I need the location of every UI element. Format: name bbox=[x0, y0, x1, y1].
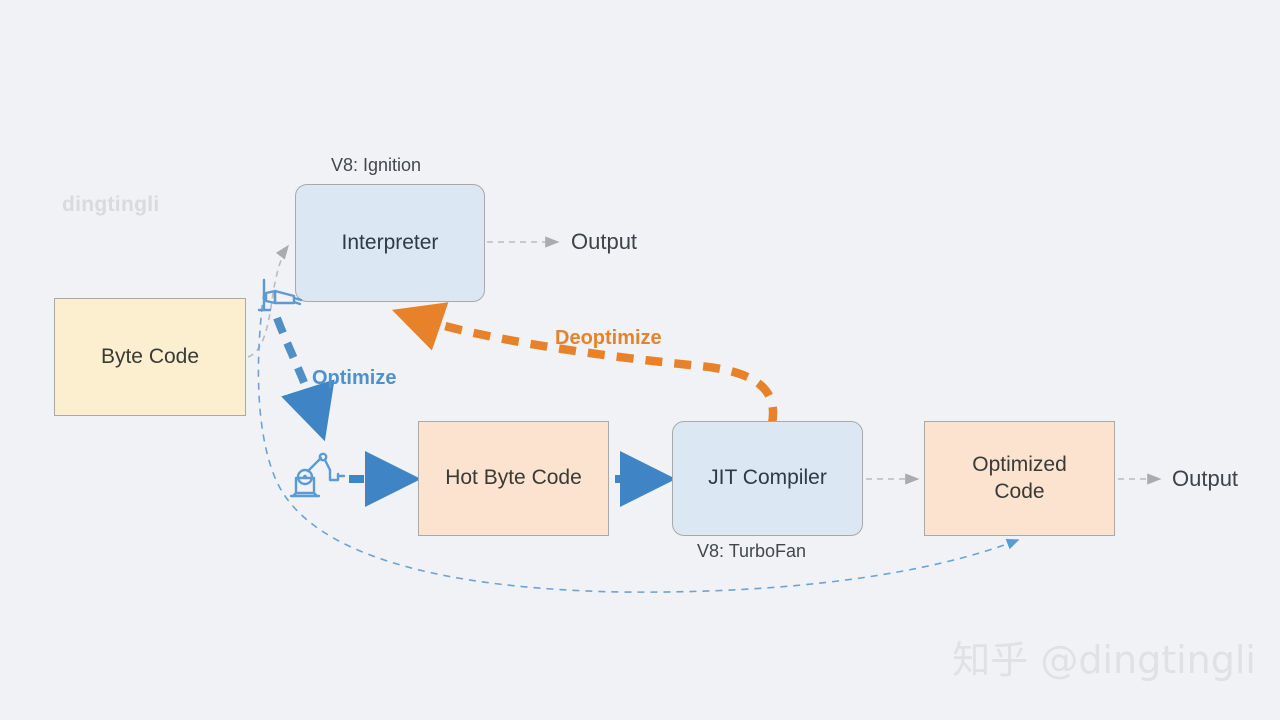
edge-bytecode-to-interpreter bbox=[247, 244, 289, 358]
terminal-output-bottom: Output bbox=[1172, 466, 1239, 491]
edge-label-deoptimize: Deoptimize bbox=[555, 327, 662, 349]
caption-v8-turbofan: V8: TurboFan bbox=[697, 541, 807, 561]
edge-label-optimize: Optimize bbox=[312, 367, 397, 389]
node-byte-code[interactable]: Byte Code bbox=[54, 298, 246, 416]
robot-arm-icon-wrap bbox=[286, 450, 348, 502]
watermark-zhihu: 知乎 @dingtingli bbox=[952, 638, 1256, 682]
watermark-small: dingtingli bbox=[62, 193, 160, 216]
node-jit-compiler-label: JIT Compiler bbox=[708, 466, 827, 490]
node-interpreter[interactable]: Interpreter bbox=[295, 184, 485, 302]
node-jit-compiler[interactable]: JIT Compiler bbox=[672, 421, 863, 536]
node-optimized-code[interactable]: Optimized Code bbox=[924, 421, 1115, 536]
node-hot-byte-code[interactable]: Hot Byte Code bbox=[418, 421, 609, 536]
node-optimized-code-label: Optimized Code bbox=[972, 453, 1067, 503]
node-hot-byte-code-label: Hot Byte Code bbox=[445, 466, 582, 490]
robot-arm-icon bbox=[289, 452, 346, 498]
node-byte-code-label: Byte Code bbox=[100, 344, 200, 368]
terminal-output-top: Output bbox=[571, 229, 638, 254]
caption-v8-ignition: V8: Ignition bbox=[331, 155, 422, 175]
node-interpreter-label: Interpreter bbox=[341, 230, 439, 254]
